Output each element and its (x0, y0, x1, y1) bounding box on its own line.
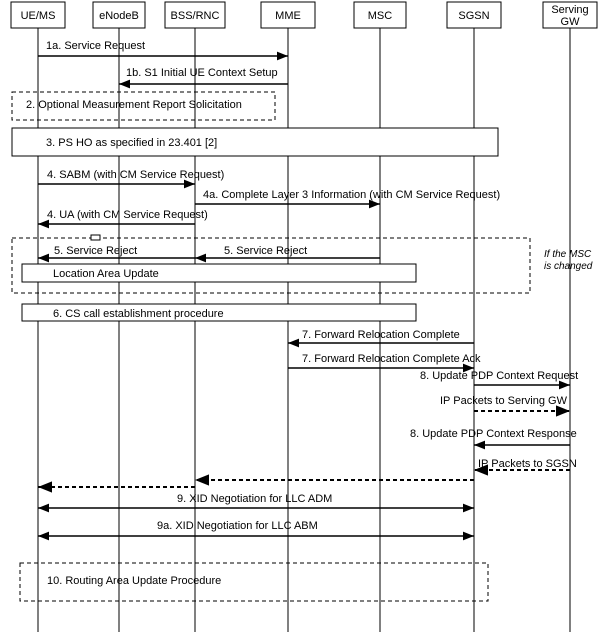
message-10: IP Packets to Serving GW (440, 395, 570, 417)
procedure-box (21, 263, 417, 283)
message-8: 7. Forward Relocation Complete Ack (288, 353, 481, 373)
entity-label: UE/MS (21, 10, 56, 22)
entity-label: MSC (368, 10, 393, 22)
entity-header-box (260, 1, 316, 29)
message-5: 5. Service Reject (38, 245, 195, 263)
message-15: 9. XID Negotiation for LLC ADM (38, 493, 474, 513)
message-6: 5. Service Reject (195, 245, 380, 263)
message-label: 8. Update PDP Context Request (420, 370, 578, 382)
entity-0: UE/MS (10, 1, 66, 29)
entity-header-box (446, 1, 502, 29)
message-label: 5. Service Reject (224, 245, 307, 257)
procedure-box (11, 127, 499, 157)
box-5: 10. Routing Area Update Procedure (19, 562, 489, 602)
message-0: 1a. Service Request (38, 40, 288, 61)
box-2 (11, 237, 531, 294)
message-1: 1b. S1 Initial UE Context Setup (118, 67, 288, 89)
entity-1: eNodeB (92, 1, 146, 29)
message-4: 4. UA (with CM Service Request) (38, 209, 208, 229)
entity-header-box (164, 1, 226, 29)
box-3: Location Area Update (21, 263, 417, 283)
procedure-label: 10. Routing Area Update Procedure (47, 575, 221, 587)
message-label: 1a. Service Request (46, 40, 145, 52)
box-0: 2. Optional Measurement Report Solicitat… (11, 91, 276, 121)
procedure-box (19, 562, 489, 602)
message-label: 4. SABM (with CM Service Request) (47, 169, 224, 181)
message-label: 8. Update PDP Context Response (410, 428, 577, 440)
procedure-label: 3. PS HO as specified in 23.401 [2] (46, 137, 217, 149)
procedure-box (11, 91, 276, 121)
message-label: 9a. XID Negotiation for LLC ABM (157, 520, 318, 532)
message-9: 8. Update PDP Context Request (420, 370, 578, 390)
message-16: 9a. XID Negotiation for LLC ABM (38, 520, 474, 541)
message-label: 9. XID Negotiation for LLC ADM (177, 493, 332, 505)
message-11: 8. Update PDP Context Response (410, 428, 577, 450)
entity-label: MME (275, 10, 301, 22)
entity-header-box (353, 1, 407, 29)
procedure-box (11, 237, 531, 294)
entity-label: eNodeB (99, 10, 139, 22)
message-3: 4a. Complete Layer 3 Information (with C… (195, 189, 500, 209)
message-7: 7. Forward Relocation Complete (288, 329, 474, 348)
message-label: 1b. S1 Initial UE Context Setup (126, 67, 278, 79)
entity-label: SGSN (458, 10, 489, 22)
message-2: 4. SABM (with CM Service Request) (38, 169, 224, 189)
entity-header-box (10, 1, 66, 29)
procedure-label: 6. CS call establishment procedure (53, 308, 224, 320)
entity-5: SGSN (446, 1, 502, 29)
message-label: 4a. Complete Layer 3 Information (with C… (203, 189, 500, 201)
message-label: 4. UA (with CM Service Request) (47, 209, 208, 221)
message-label: IP Packets to SGSN (478, 458, 577, 470)
procedure-label: Location Area Update (53, 268, 159, 280)
message-label: 5. Service Reject (54, 245, 137, 257)
message-label: 7. Forward Relocation Complete Ack (302, 353, 481, 365)
procedure-label: 2. Optional Measurement Report Solicitat… (26, 99, 242, 111)
note-line: If the MSC (544, 249, 592, 260)
message-label: 7. Forward Relocation Complete (302, 329, 460, 341)
entity-header-box (92, 1, 146, 29)
box-1: 3. PS HO as specified in 23.401 [2] (11, 127, 499, 157)
box-4: 6. CS call establishment procedure (21, 303, 417, 322)
entity-4: MSC (353, 1, 407, 29)
message-12: IP Packets to SGSN (474, 458, 577, 476)
entity-header-box (542, 1, 598, 29)
entity-3: MME (260, 1, 316, 29)
message-label: IP Packets to Serving GW (440, 395, 568, 407)
entity-2: BSS/RNC (164, 1, 226, 29)
note-line: is changed (544, 261, 593, 272)
procedure-box (21, 303, 417, 322)
group-marker (90, 234, 101, 241)
entity-label: BSS/RNC (171, 10, 220, 22)
